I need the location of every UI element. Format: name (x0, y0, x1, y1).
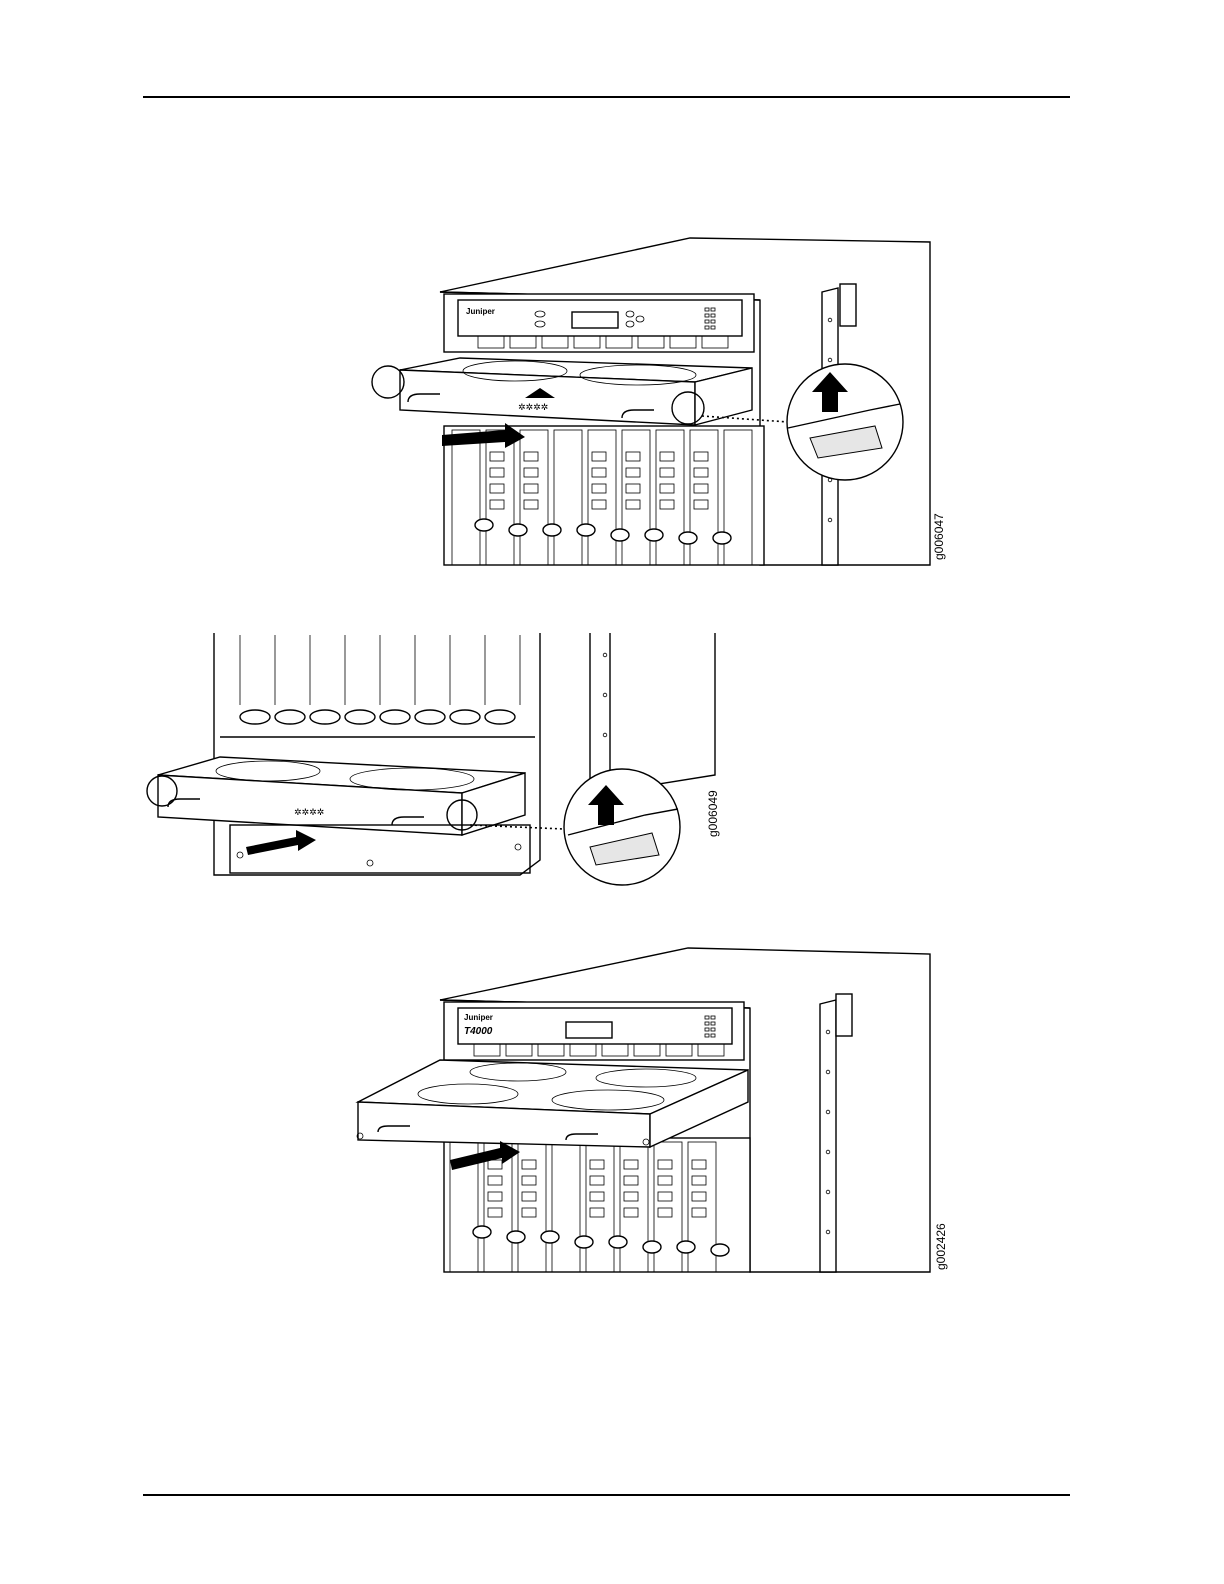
figure-fan-tray-install-t4000: Juniper T4000 (350, 942, 950, 1277)
bay-screw-mid (367, 860, 373, 866)
fan-tray-logo-glyphs: ✲✲✲✲ (518, 403, 548, 413)
model-label: T4000 (464, 1026, 493, 1037)
side-handle (840, 284, 856, 326)
lcd-display (566, 1022, 612, 1038)
bay-screw-left (237, 852, 243, 858)
fan-tray-logo-glyphs: ✲✲✲✲ (294, 808, 324, 818)
figure-1-drawing: Juniper (360, 230, 960, 575)
magnified-callout-icon (564, 769, 680, 885)
callout-circle-left (372, 366, 404, 398)
figure-3-drawing: Juniper T4000 (350, 942, 950, 1277)
chassis-outline (214, 633, 540, 875)
side-handle (836, 994, 852, 1036)
card-slots (240, 635, 520, 705)
figure-fan-tray-install-upper: Juniper (360, 230, 960, 575)
figure-id-label: g006049 (706, 790, 720, 837)
brand-label: Juniper (466, 307, 495, 316)
fpc-card-cage (444, 426, 764, 565)
magnified-callout-icon (787, 364, 903, 480)
figure-id-label: g006047 (932, 513, 946, 560)
insert-direction-arrow-icon (246, 830, 316, 855)
lcd-display (572, 312, 618, 328)
rear-rail-holes (603, 653, 607, 777)
figure-2-drawing: ✲✲✲✲ (140, 625, 740, 895)
brand-label: Juniper (464, 1013, 493, 1022)
bay-screw-right (515, 844, 521, 850)
figure-id-label: g002426 (934, 1223, 948, 1270)
header-rule (143, 96, 1070, 98)
side-rail (820, 1000, 836, 1272)
card-ejectors (240, 710, 515, 724)
figure-fan-tray-install-lower: ✲✲✲✲ g006049 (140, 625, 740, 895)
footer-rule (143, 1494, 1070, 1496)
